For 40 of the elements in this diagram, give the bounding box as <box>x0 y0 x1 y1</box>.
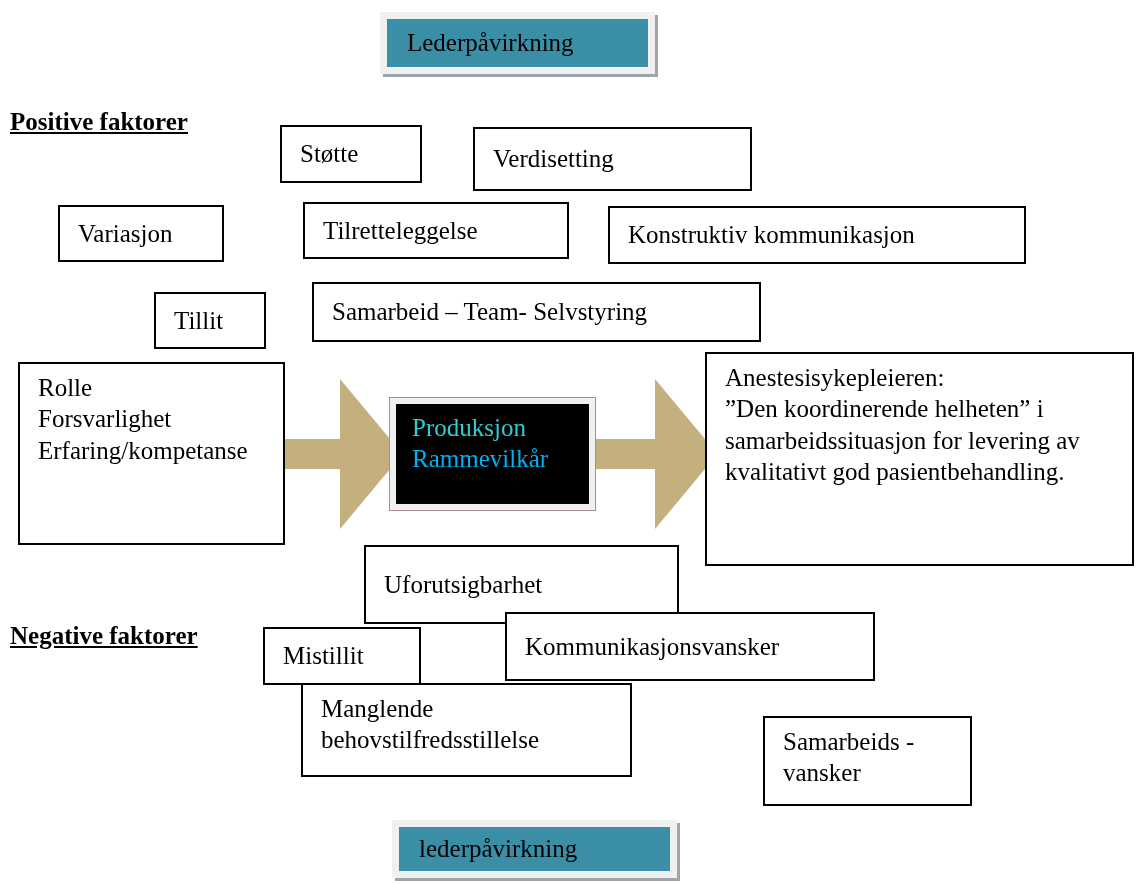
factor-box <box>154 292 266 349</box>
section-heading: Positive faktorer <box>10 108 188 136</box>
factor-box <box>473 127 752 191</box>
factor-box <box>608 206 1026 264</box>
section-heading: Negative faktorer <box>10 622 198 650</box>
box-label: Konstruktiv kommunikasjon <box>628 220 915 251</box>
text-line: Anestesisykepleieren: <box>725 363 946 393</box>
factor-box <box>312 282 761 342</box>
factor-box <box>280 125 422 183</box>
title-banner <box>392 820 677 878</box>
text-box <box>705 352 1134 566</box>
text-line: Forsvarlighet <box>38 404 173 435</box>
box-label: Manglende behovstilfredsstillelse <box>321 694 541 756</box>
box-label: Mistillit <box>283 641 364 672</box>
factor-box <box>303 202 569 259</box>
box-label: lederpåvirkning <box>419 834 578 865</box>
text-box <box>301 683 632 777</box>
text-line: Rolle <box>38 373 94 403</box>
factor-box <box>263 627 421 685</box>
box-label: Lederpåvirkning <box>407 28 574 59</box>
center-box <box>390 398 595 510</box>
factor-box <box>364 545 679 624</box>
title-banner <box>380 12 655 74</box>
factor-box <box>505 612 875 681</box>
box-label: Samarbeids - vansker <box>783 727 916 789</box>
box-label: Støtte <box>300 139 359 170</box>
box-label: Kommunikasjonsvansker <box>525 631 780 662</box>
box-label: Verdisetting <box>493 144 614 175</box>
text-box <box>18 362 285 545</box>
box-label: Uforutsigbarhet <box>384 569 543 600</box>
text-line: ”Den koordinerende helheten” i samarbeidssituasjon for levering av kvalitativt god pasientbehandling. <box>725 394 1081 487</box>
text-box <box>763 716 972 806</box>
box-label: Variasjon <box>78 218 173 249</box>
text-line: Produksjon <box>412 413 527 443</box>
box-label: Samarbeid – Team- Selvstyring <box>332 297 648 328</box>
factor-box <box>58 205 224 262</box>
box-label: Tilretteleggelse <box>323 215 478 246</box>
box-label: Tillit <box>174 305 224 336</box>
text-line: Rammevilkår <box>412 444 550 475</box>
text-line: Erfaring/kompetanse <box>38 435 249 466</box>
